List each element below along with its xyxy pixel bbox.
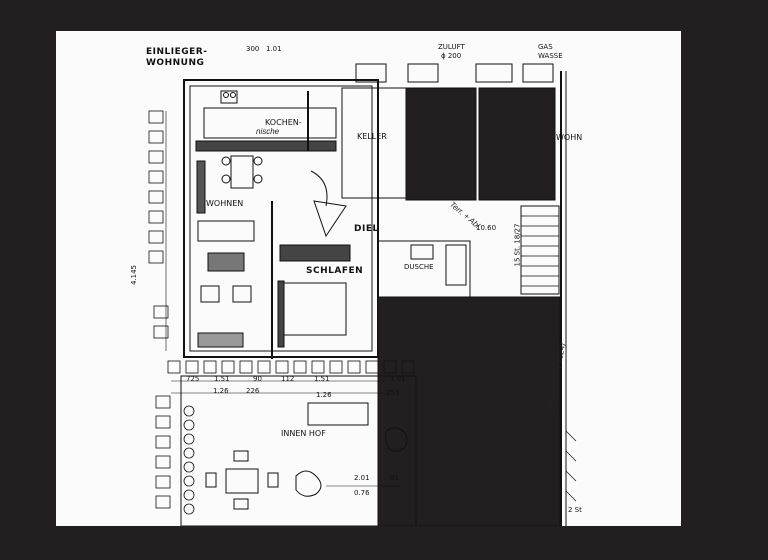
floor-plan-drawing	[148, 63, 577, 526]
keller-room	[341, 87, 407, 199]
room-kochen: KOCHEN-	[265, 118, 302, 127]
bed-headboard	[279, 244, 351, 262]
dim-row-bottom-0: 1.26	[213, 387, 229, 395]
room-kochen-hand: nische	[256, 127, 280, 136]
zuluft-dim: ϕ 200	[441, 52, 462, 60]
room-dusche: DUSCHE	[404, 263, 434, 271]
apartment-outer-wall	[183, 79, 379, 358]
dim-row-top-4: 1.51	[314, 375, 330, 383]
title-line-1: EINLIEGER-	[146, 47, 208, 57]
hof-dim-1: 255	[386, 389, 400, 397]
hof-bench	[307, 402, 369, 426]
hof-plant	[295, 470, 322, 497]
dim-row-bottom-1: 226	[246, 387, 260, 395]
gas-label: GAS	[538, 43, 553, 51]
dim-row-top-1: 1.51	[214, 375, 230, 383]
innenhof-area	[180, 375, 417, 526]
dim-row-top-5: 1.01	[390, 375, 406, 383]
sofa	[197, 220, 255, 242]
stairs-dim: 10.60	[476, 224, 497, 232]
room-innenhof: INNEN HOF	[281, 429, 326, 438]
hof-dim-4: 0.76	[354, 489, 370, 497]
room-wohnen: WOHNEN	[206, 199, 244, 208]
hof-table	[225, 468, 259, 494]
kitchen-counter	[203, 107, 337, 139]
dim-row-top-3: 112	[281, 375, 295, 383]
redacted-area	[377, 296, 561, 526]
dim-300: 300	[246, 45, 260, 53]
hof-dim-2: 2.01	[354, 474, 370, 482]
zuluft-label: ZULUFT	[438, 43, 465, 51]
redacted-room-2	[478, 87, 556, 201]
staircase	[520, 205, 560, 295]
stairs-label: 15 St. 18/27	[513, 223, 522, 267]
floor-plan-sheet: EINLIEGER- WOHNUNG 300 1.01 ZULUFT ϕ 200…	[56, 31, 681, 526]
room-wohn-right: WOHN	[556, 133, 583, 142]
dim-1-01: 1.01	[266, 45, 282, 53]
title-line-2: WOHNUNG	[146, 58, 205, 68]
wasser-label: WASSE	[538, 52, 563, 60]
right-bottom-label: 2 St	[568, 506, 582, 514]
left-dimension: 4.145	[130, 264, 139, 286]
dining-table	[230, 155, 254, 189]
coffee-table	[207, 252, 245, 272]
room-keller: KELLER	[357, 132, 387, 141]
redacted-room-1	[405, 87, 477, 201]
kitchen-wall-hatch	[195, 140, 337, 152]
room-schlafen: SCHLAFEN	[306, 266, 364, 276]
hof-dim-0: 1.26	[316, 391, 332, 399]
room-diele: DIEL	[354, 224, 379, 234]
hof-dim-3: 91	[390, 474, 399, 482]
dim-row-top-0: 725	[186, 375, 200, 383]
media-unit	[197, 332, 244, 348]
dim-row-top-2: 90	[253, 375, 262, 383]
bed	[283, 282, 347, 336]
